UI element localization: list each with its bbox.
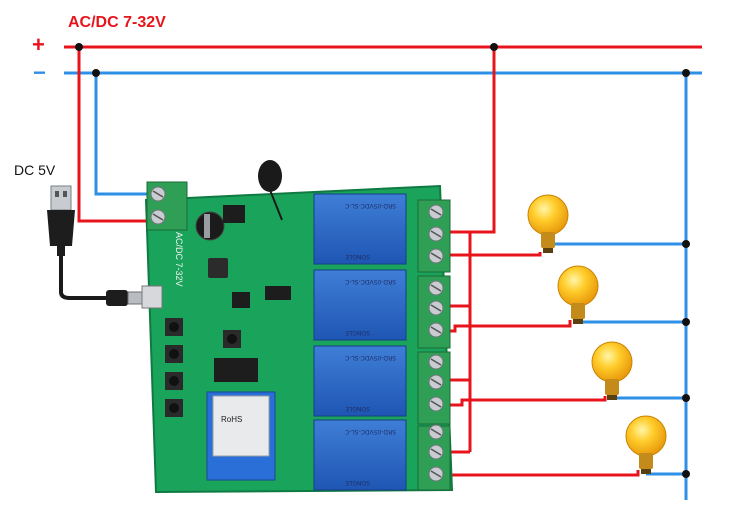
relay-3: SRD-05VDC-SL-C SONGLE [313, 345, 407, 417]
power-chip [232, 292, 250, 308]
light-bulb-icon [557, 265, 599, 324]
negative-feed-wire [94, 73, 157, 196]
tactile-buttons [165, 318, 241, 417]
voltage-regulator [223, 205, 245, 223]
lamp-2-feed [436, 320, 572, 333]
light-bulb-icon [591, 341, 633, 400]
micro-usb-plug-icon [106, 290, 143, 306]
logic-chip [265, 286, 291, 300]
lamp-3-feed [436, 396, 607, 407]
usb-plug-icon [47, 185, 75, 256]
relay-3-label: SRD-05VDC-SL-C [345, 354, 396, 361]
junction-dots [75, 43, 690, 478]
usb-label: DC 5V [14, 162, 56, 178]
micro-usb-socket [141, 285, 163, 309]
light-bulb-icon [625, 415, 667, 474]
minus-symbol: − [33, 60, 46, 85]
relay-1-label: SRD-05VDC-SL-C [345, 202, 396, 209]
light-bulb-icon [527, 194, 569, 253]
relay-2-label: SRD-05VDC-SL-C [345, 278, 396, 285]
wifi-module-text: RoHS [221, 415, 242, 424]
input-terminal [146, 181, 188, 231]
lamp-1-feed [436, 252, 542, 257]
inductor [208, 258, 228, 278]
relay-1-brand: SONGLE [345, 253, 370, 260]
relay-3-brand: SONGLE [345, 405, 370, 412]
driver-chip [214, 358, 258, 382]
capacitor-icon [195, 211, 225, 241]
relay-4: SRD-05VDC-SL-C SONGLE [313, 419, 407, 491]
input-silkscreen: AC/DC 7-32V [174, 232, 184, 287]
output-terminals [417, 199, 451, 491]
positive-feed-wire [77, 47, 157, 223]
relay-4-label: SRD-05VDC-SL-C [345, 428, 396, 435]
lamp-4-feed [436, 470, 640, 477]
plus-symbol: + [32, 32, 45, 57]
relay-common-feed [436, 47, 496, 234]
relay-2: SRD-05VDC-SL-C SONGLE [313, 269, 407, 341]
antenna-coil-icon [258, 160, 283, 221]
relay-1: SRD-05VDC-SL-C SONGLE [313, 193, 407, 265]
relay-board: AC/DC 7-32V RoHS [141, 160, 454, 494]
usb-cable [59, 256, 108, 300]
wifi-module: RoHS [206, 391, 276, 481]
supply-label: AC/DC 7-32V [68, 14, 166, 31]
relay-2-brand: SONGLE [345, 329, 370, 336]
relay-4-brand: SONGLE [345, 479, 370, 486]
